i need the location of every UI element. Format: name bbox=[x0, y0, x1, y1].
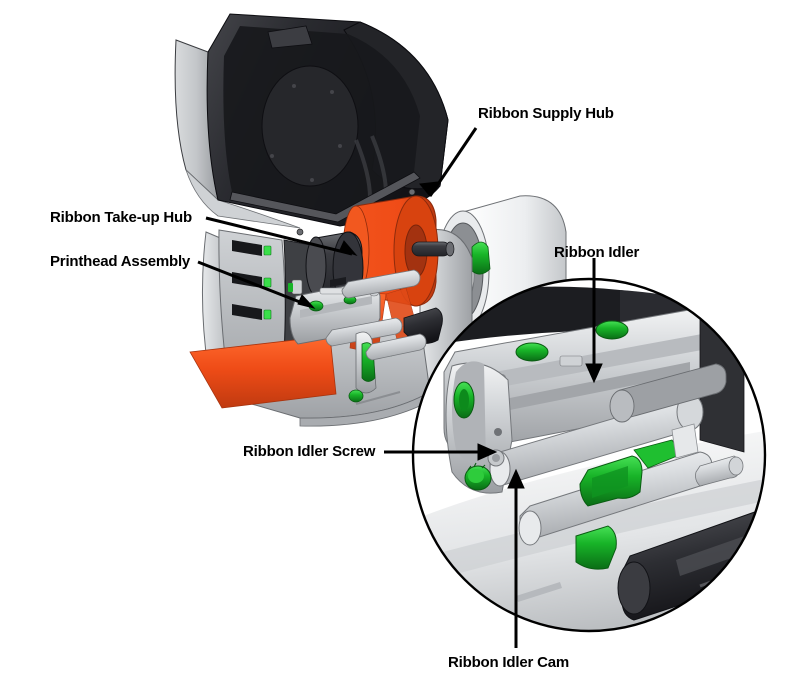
inset-ribbon-idler-screw[interactable] bbox=[464, 462, 492, 491]
label-ribbon-idler-cam: Ribbon Idler Cam bbox=[448, 654, 569, 671]
inset-green-lever bbox=[575, 525, 617, 570]
leader-ribbon-supply-hub bbox=[428, 127, 478, 197]
arrow-printhead-assembly bbox=[297, 294, 316, 309]
inset-green-knob-left bbox=[515, 342, 549, 362]
cover-lip bbox=[229, 171, 421, 223]
leader-printhead-assembly bbox=[197, 260, 311, 308]
label-ribbon-supply-hub: Ribbon Supply Hub bbox=[478, 105, 614, 122]
inset-circle-outline bbox=[411, 277, 767, 633]
arrow-ribbon-idler-screw bbox=[477, 443, 498, 461]
arrow-ribbon-idler-cam bbox=[507, 468, 525, 489]
arrow-ribbon-take-up-hub bbox=[339, 240, 358, 256]
callout-leaders bbox=[197, 127, 603, 648]
leader-ribbon-take-up-hub bbox=[205, 216, 353, 256]
label-media-strip bbox=[189, 335, 337, 409]
arrow-ribbon-idler bbox=[585, 363, 603, 384]
media-hub-clip-icon bbox=[471, 241, 491, 275]
label-ribbon-take-up-hub: Ribbon Take-up Hub bbox=[50, 209, 192, 226]
cover-band bbox=[185, 169, 301, 229]
arrow-ribbon-supply-hub bbox=[419, 181, 439, 197]
inset-green-knob-right bbox=[595, 320, 629, 340]
label-printhead-assembly: Printhead Assembly bbox=[50, 253, 191, 270]
magnified-inset bbox=[411, 277, 767, 633]
inset-ribbon-idler-cam[interactable] bbox=[579, 439, 683, 507]
cover-handle bbox=[267, 25, 313, 49]
label-ribbon-idler: Ribbon Idler bbox=[554, 244, 640, 261]
cover-disc bbox=[261, 65, 359, 187]
label-ribbon-idler-screw: Ribbon Idler Screw bbox=[243, 443, 376, 460]
